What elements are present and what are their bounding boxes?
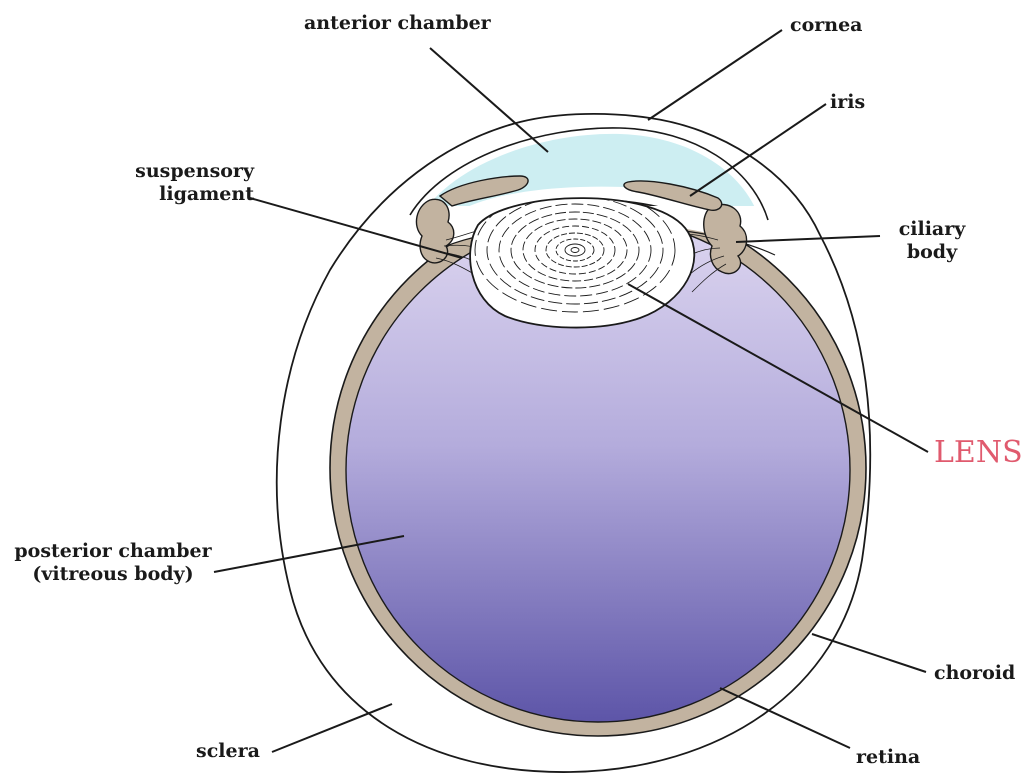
label-retina: retina xyxy=(856,746,920,769)
label-anterior-chamber: anterior chamber xyxy=(304,12,491,35)
leader-choroid xyxy=(812,634,926,672)
label-sclera: sclera xyxy=(196,740,260,763)
label-cornea: cornea xyxy=(790,14,862,37)
label-suspensory-line-1: suspensory xyxy=(112,160,254,183)
label-choroid: choroid xyxy=(934,662,1015,685)
leader-sclera xyxy=(272,704,392,752)
label-lens: LENS xyxy=(934,436,1023,470)
label-posterior-line-2: (vitreous body) xyxy=(6,563,220,586)
label-iris: iris xyxy=(830,91,865,114)
label-ciliary-body: ciliary body xyxy=(882,218,982,264)
label-posterior-line-1: posterior chamber xyxy=(6,540,220,563)
label-ciliary-line-1: ciliary xyxy=(882,218,982,241)
label-suspensory-line-2: ligament xyxy=(112,183,254,206)
label-posterior-chamber: posterior chamber (vitreous body) xyxy=(6,540,220,586)
label-suspensory-ligament: suspensory ligament xyxy=(112,160,254,206)
label-ciliary-line-2: body xyxy=(882,241,982,264)
leader-cornea xyxy=(648,30,782,120)
